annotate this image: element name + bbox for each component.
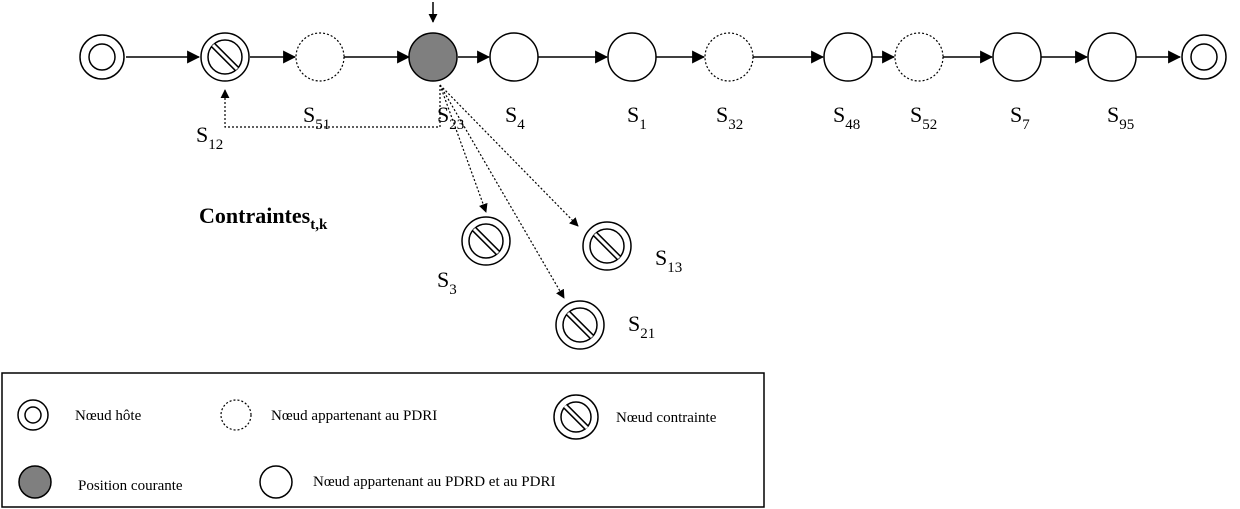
pdri-node-s52 (894, 32, 944, 82)
edge-s23-to-s12-dotted (220, 85, 441, 128)
edge-s23-to-s3 (439, 84, 488, 213)
label-s23: S23 (437, 102, 464, 133)
label-s13: S13 (655, 245, 682, 276)
legend-box (1, 372, 765, 508)
pdrd-pdri-node-s4 (489, 32, 539, 82)
constraint-node-s13 (582, 221, 632, 271)
pdri-node-s32 (704, 32, 754, 82)
pdrd-pdri-node-s48 (823, 32, 873, 82)
legend-host-icon (17, 399, 49, 431)
constraints-title: Contraintest,k (199, 203, 328, 233)
current-node-s23 (408, 32, 458, 82)
label-s21: S21 (628, 311, 655, 342)
label-s48: S48 (833, 102, 860, 133)
legend: Nœud hôte Nœud appartenant au PDRI Nœud … (1, 372, 765, 508)
edge-s23-to-s21 (439, 84, 565, 299)
label-s32: S32 (716, 102, 743, 133)
pdrd-pdri-node-s1 (607, 32, 657, 82)
legend-current-text: Position courante (78, 478, 183, 494)
edge-s23-to-s13 (439, 84, 579, 227)
constraint-node-s3 (461, 216, 511, 266)
legend-pdrd-pdri-icon (259, 465, 293, 499)
host-node-start (79, 34, 125, 80)
legend-pdri-icon (220, 399, 252, 431)
pdrd-pdri-node-s7 (992, 32, 1042, 82)
legend-pdri-text: Nœud appartenant au PDRI (271, 408, 437, 424)
legend-pdrd-pdri-text: Nœud appartenant au PDRD et au PDRI (313, 474, 555, 490)
constraint-edges (439, 84, 579, 299)
label-s12: S12 (196, 122, 223, 153)
host-node-end (1181, 34, 1227, 80)
label-s4: S4 (505, 102, 525, 133)
legend-current-icon (18, 465, 52, 499)
constraint-node-s21 (555, 300, 605, 350)
label-s95: S95 (1107, 102, 1134, 133)
legend-host-text: Nœud hôte (75, 408, 142, 424)
pdrd-pdri-node-s95 (1087, 32, 1137, 82)
label-s1: S1 (627, 102, 647, 133)
constraint-node-s12 (200, 32, 250, 82)
pdri-node-s51 (295, 32, 345, 82)
label-s51: S51 (303, 102, 330, 133)
label-s3: S3 (437, 267, 457, 298)
label-s7: S7 (1010, 102, 1030, 133)
label-s52: S52 (910, 102, 937, 133)
legend-constraint-text: Nœud contrainte (616, 410, 717, 426)
legend-constraint-icon (553, 394, 599, 440)
